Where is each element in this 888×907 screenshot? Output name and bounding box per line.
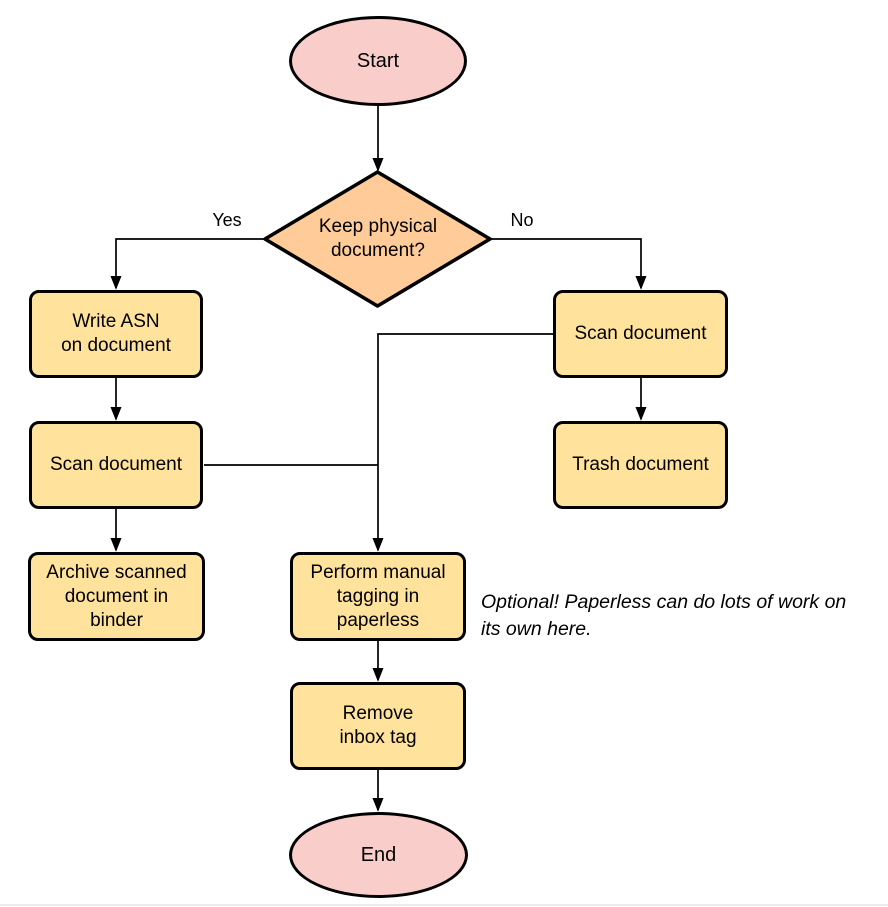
edge-label-no: No xyxy=(510,210,534,230)
node-write-asn: Write ASN on document xyxy=(29,290,203,378)
edge-scan-right-tagging xyxy=(378,333,553,550)
edge-decision-write-asn xyxy=(116,238,265,288)
node-scan-right: Scan document xyxy=(553,290,728,378)
node-start: Start xyxy=(289,16,467,106)
decision-diamond-shape xyxy=(263,170,492,308)
page-bottom-divider xyxy=(0,904,888,906)
node-trash: Trash document xyxy=(553,421,728,509)
node-remove-inbox: Remove inbox tag xyxy=(290,682,466,770)
edge-label-yes: Yes xyxy=(212,210,242,230)
node-scan-left: Scan document xyxy=(29,421,203,509)
node-tagging: Perform manual tagging in paperless xyxy=(290,552,466,641)
annotation-text: Optional! Paperless can do lots of work … xyxy=(481,591,847,640)
node-end: End xyxy=(289,812,468,898)
node-archive: Archive scanned document in binder xyxy=(28,552,205,641)
edge-decision-scan-right xyxy=(490,238,641,288)
node-decision-label: Keep physical document? xyxy=(318,216,438,261)
